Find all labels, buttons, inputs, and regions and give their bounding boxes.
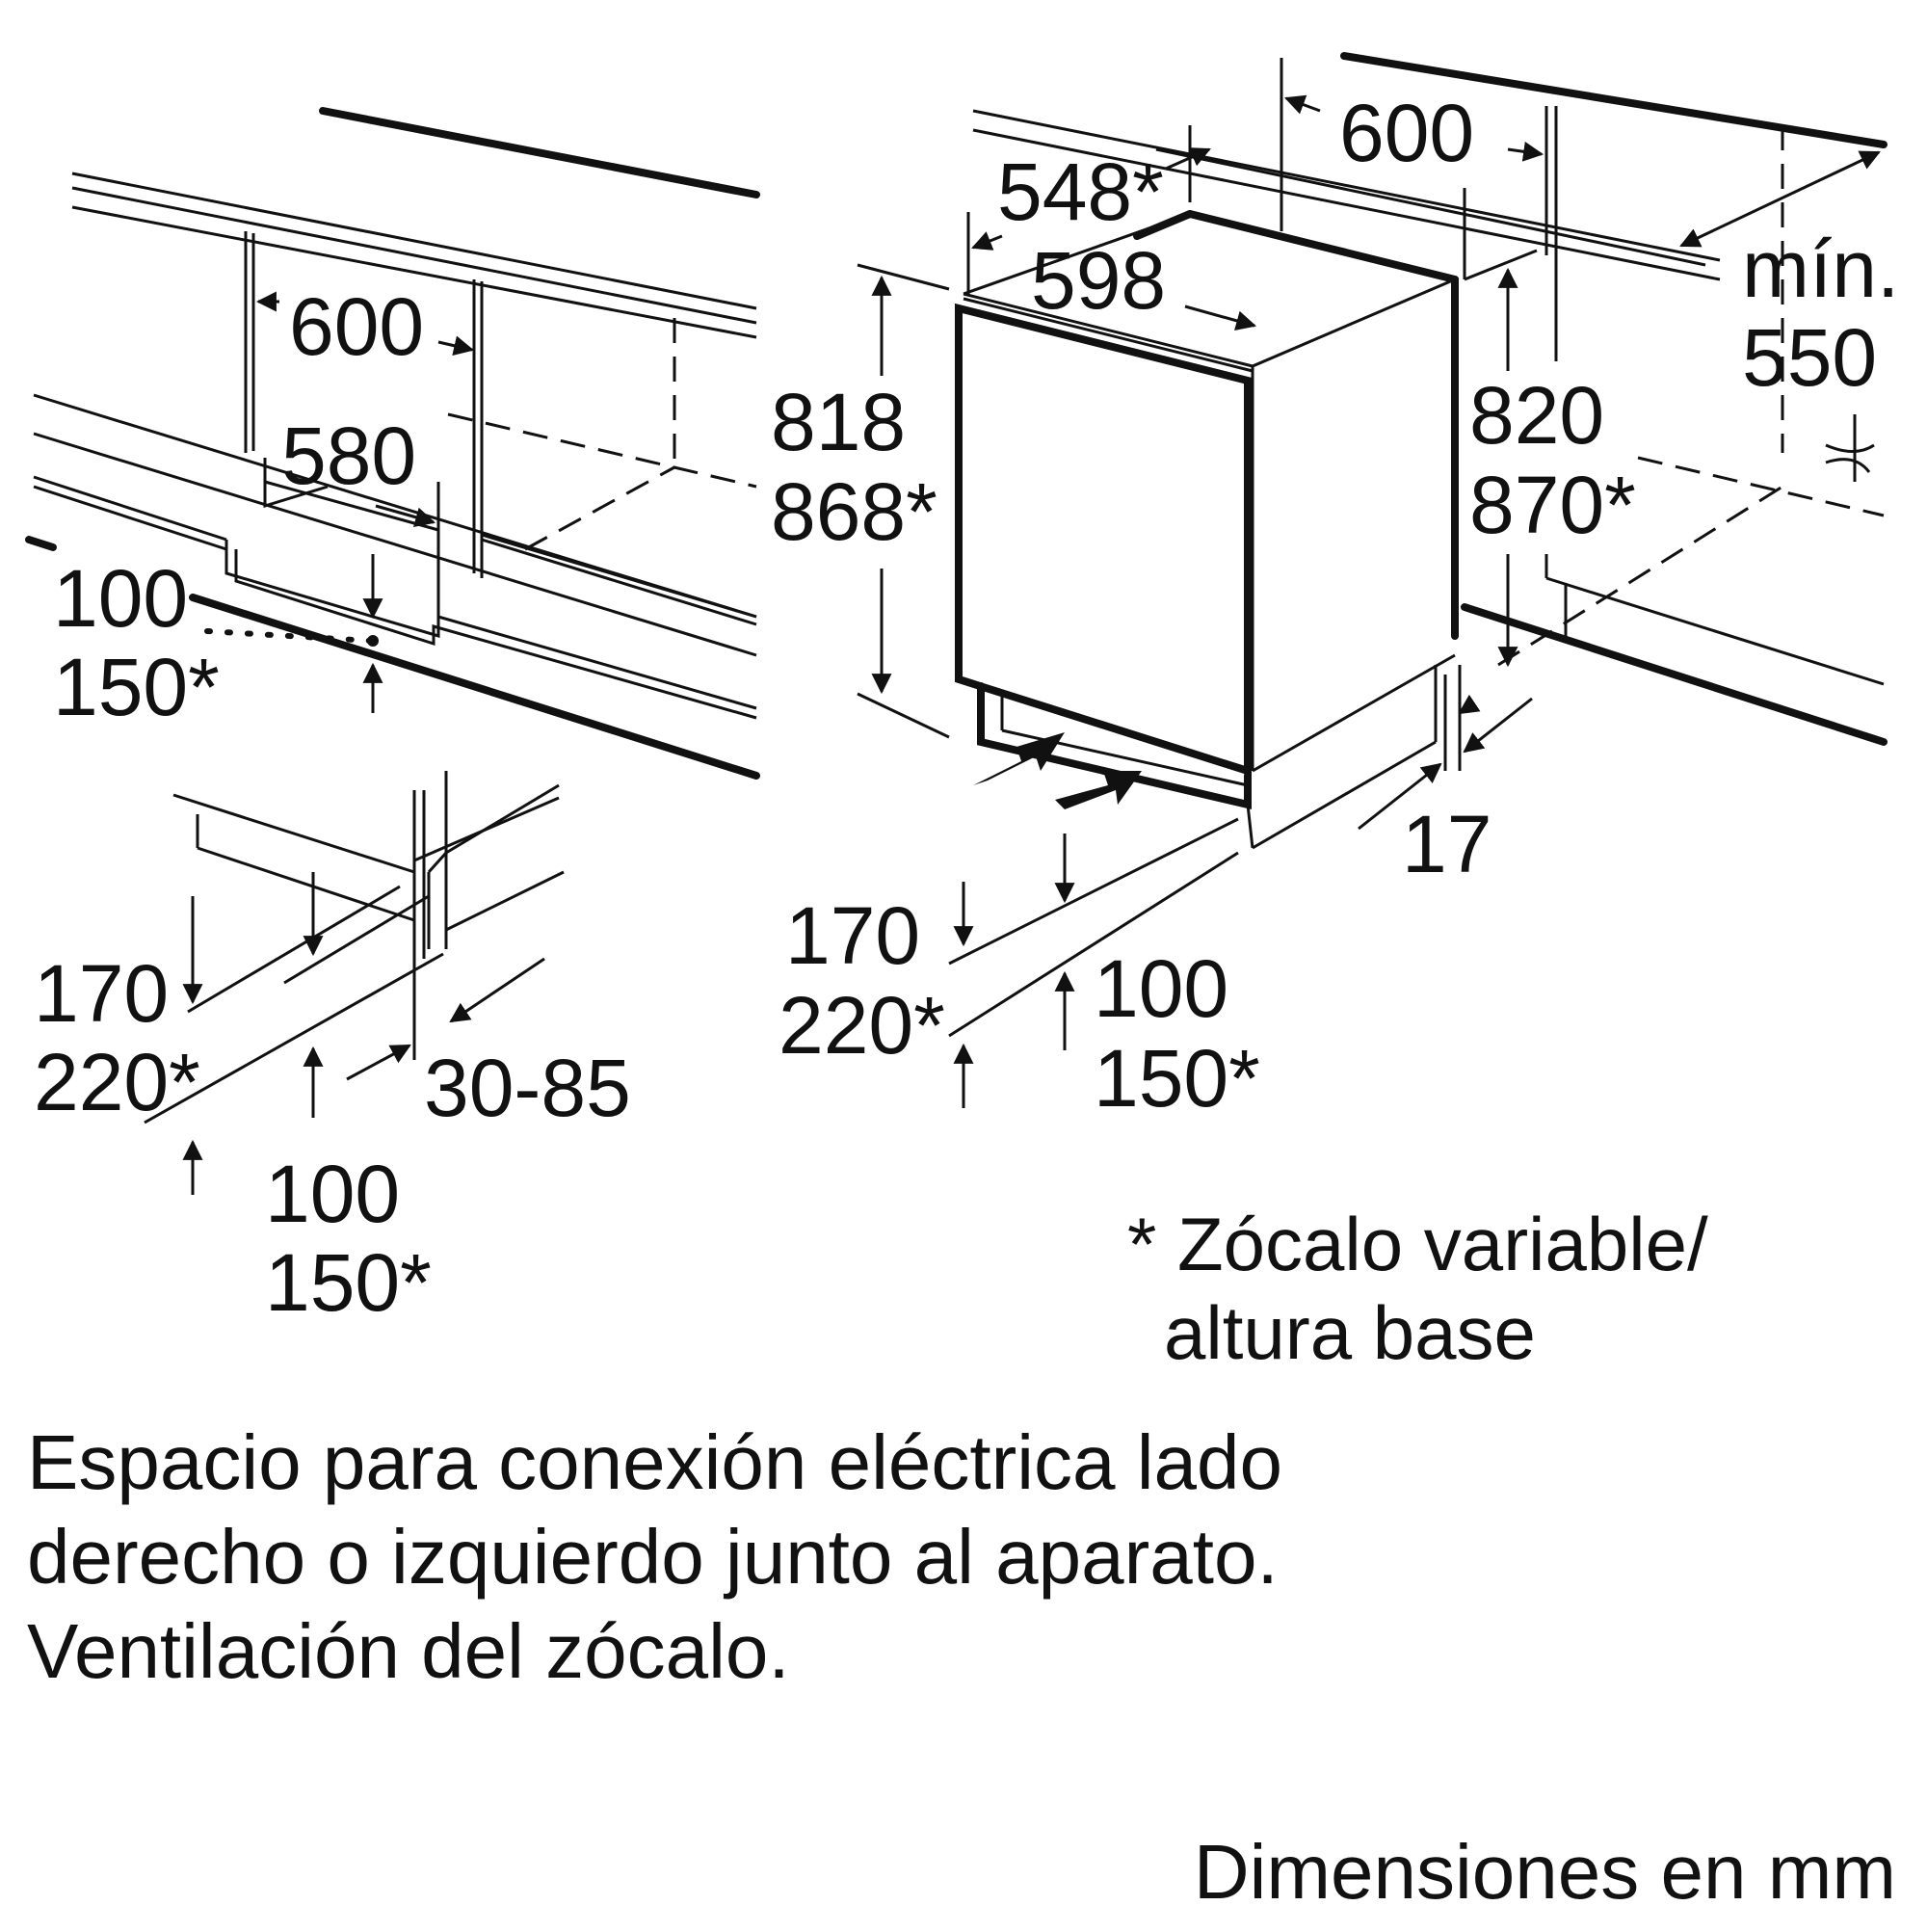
height-label-1: 818 [771,377,906,467]
plinth-height-label-2: 220* [34,1037,200,1127]
airflow-in-icon [973,732,1065,785]
height-label-2: 868* [771,466,937,557]
niche-height-label-1: 820 [1469,370,1604,461]
right-plinth-height-1: 170 [785,890,920,981]
left-gap-label-1: 100 [53,553,188,644]
right-plinth-height-2: 220* [779,980,945,1071]
footnote-line-1: * Zócalo variable/ [1127,1202,1708,1286]
description-line-3: Ventilación del zócalo. [27,1608,790,1694]
left-width-label: 600 [289,281,424,372]
left-niche-drawing [25,107,760,780]
appliance-drawing [857,52,1887,1108]
footnote-line-2: altura base [1164,1290,1536,1375]
right-plinth-depth-1: 100 [1094,943,1228,1034]
airflow-out-icon [1055,771,1142,809]
plinth-recess-label: 30-85 [424,1043,631,1133]
left-depth-label: 580 [281,410,416,501]
width-598-label: 598 [1031,235,1166,326]
plinth-depth-label-2: 150* [265,1237,432,1328]
plinth-depth-label-1: 100 [265,1149,400,1239]
min-depth-label: 550 [1742,312,1877,403]
connection-point-icon [367,635,379,647]
plinth-height-label-1: 170 [34,948,169,1039]
units-label: Dimensiones en mm [1194,1829,1896,1915]
side-gap-label: 17 [1402,799,1491,889]
left-gap-label-2: 150* [53,642,220,732]
description-line-2: derecho o izquierdo junto al aparato. [27,1514,1279,1600]
right-plinth-depth-2: 150* [1094,1033,1260,1124]
plinth-detail-drawing [144,771,565,1195]
niche-width-label: 600 [1339,88,1474,178]
depth-548-label: 548* [997,146,1164,237]
power-outlet-icon [1825,414,1875,482]
description-line-1: Espacio para conexión eléctrica lado [27,1419,1282,1505]
min-label: mín. [1742,224,1899,314]
niche-height-label-2: 870* [1469,460,1636,550]
